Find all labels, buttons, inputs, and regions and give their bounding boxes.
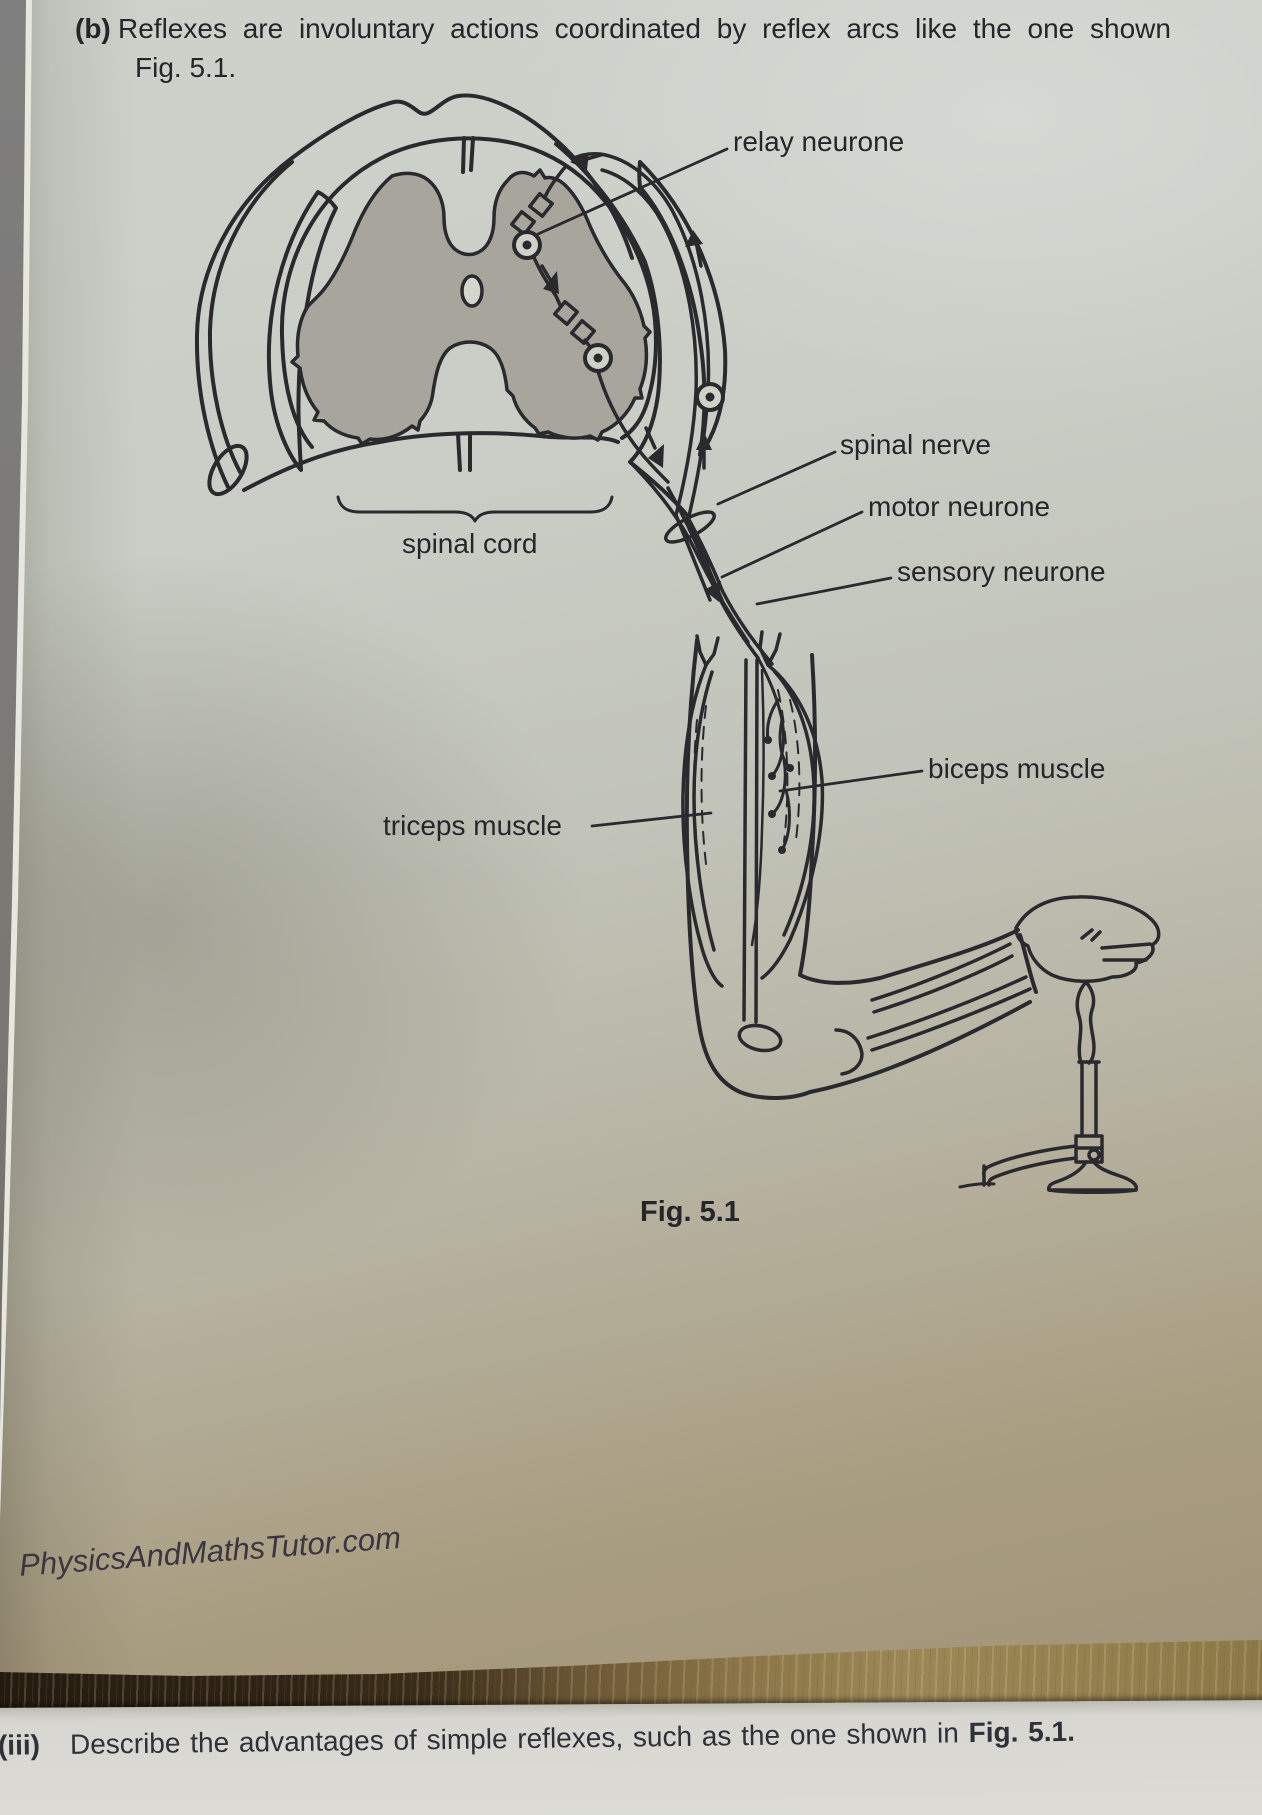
impulse-arrows (540, 152, 721, 602)
bunsen-burner (958, 980, 1139, 1194)
arm-bones (737, 658, 1032, 1076)
label-sensory-neurone: sensory neurone (897, 556, 1106, 587)
question-text-line1: Reflexes are involuntary actions coordin… (118, 13, 1171, 44)
label-spinal-cord: spinal cord (402, 528, 538, 559)
footer-question-line: (iii) Describe the advantages of simple r… (0, 1716, 1075, 1762)
motor-nerve-endings (750, 656, 794, 947)
next-question-sheet: (iii) Describe the advantages of simple r… (0, 1700, 1262, 1815)
question-part-label: (b) (75, 13, 111, 44)
label-motor-neurone: motor neurone (868, 491, 1051, 522)
spinal-nerve-bundle (628, 460, 774, 666)
triceps-muscle-drawing (681, 634, 724, 988)
figure-caption: Fig. 5.1 (640, 1196, 740, 1228)
exam-sheet (0, 0, 1262, 1676)
footer-question-text: Describe the advantages of simple reflex… (69, 1717, 960, 1760)
label-leader-lines (536, 147, 924, 828)
question-text-line2: Fig. 5.1. (135, 52, 237, 83)
label-spinal-nerve: spinal nerve (840, 429, 991, 460)
central-canal (460, 274, 484, 308)
spinal-cord-brace (336, 495, 614, 523)
arm-outline (684, 638, 1038, 1100)
label-triceps-muscle: triceps muscle (383, 810, 562, 841)
footer-fig-ref: Fig. 5.1. (968, 1715, 1076, 1749)
synapse-knobs (510, 192, 597, 346)
flame (1075, 980, 1096, 1065)
hand (1014, 895, 1161, 983)
footer-part-label: (iii) (0, 1729, 41, 1761)
label-relay-neurone: relay neurone (733, 126, 905, 157)
label-biceps-muscle: biceps muscle (928, 753, 1106, 784)
